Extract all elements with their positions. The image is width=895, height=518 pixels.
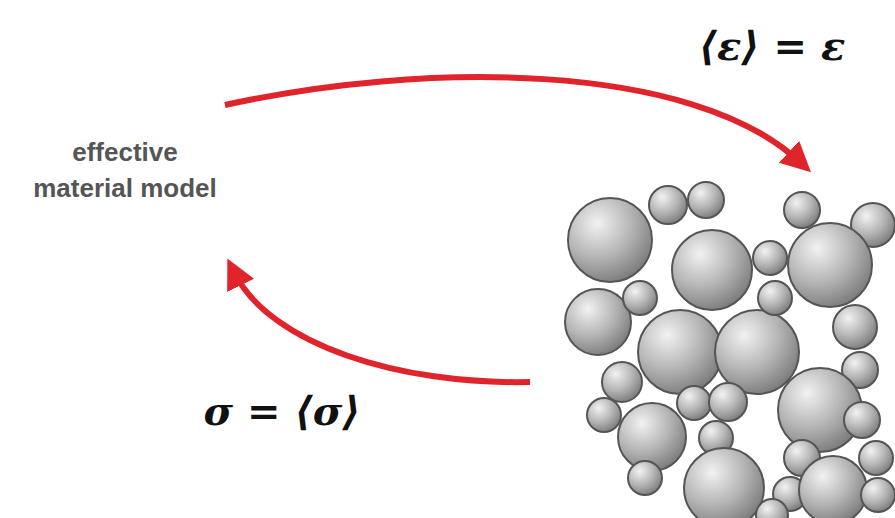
strain-formula: ⟨ε⟩ = ε: [699, 22, 846, 69]
model-label: effective material model: [20, 134, 230, 206]
particle-packing: [565, 182, 895, 518]
loading-arrow: [225, 77, 800, 162]
response-arrow: [234, 272, 530, 382]
stress-formula: σ = ⟨σ⟩: [204, 387, 361, 434]
